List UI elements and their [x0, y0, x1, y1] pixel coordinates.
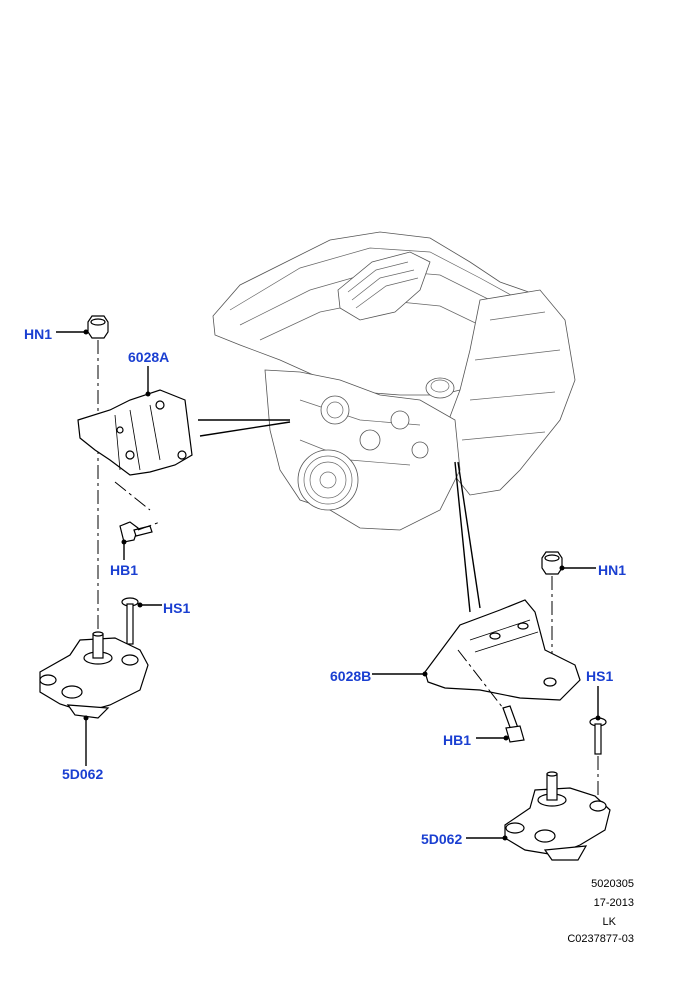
revision-date: 17-2013	[593, 897, 634, 909]
bolt-hb1-right	[502, 705, 525, 743]
callout-hb1-left: HB1	[110, 562, 139, 578]
engine-illustration	[212, 231, 576, 531]
stud-hs1-right	[589, 717, 607, 755]
callout-5d062-left: 5D062	[62, 766, 104, 782]
bolt-hb1-left	[119, 521, 153, 543]
right-mount-assembly	[372, 461, 611, 861]
callout-hn1-left: HN1	[24, 326, 53, 342]
callout-6028a: 6028A	[128, 349, 170, 365]
bracket-6028b	[424, 599, 581, 701]
callout-hs1-left: HS1	[163, 600, 191, 616]
nut-hn1-right	[541, 551, 563, 575]
engine-mount-5d062-left	[39, 631, 149, 719]
stud-hs1-left	[121, 597, 139, 645]
reference-number: 5020305	[591, 878, 634, 890]
callout-hb1-right: HB1	[443, 732, 472, 748]
vehicle-code: LK	[602, 916, 616, 928]
bracket-6028a	[77, 389, 193, 476]
left-mount-assembly	[39, 315, 291, 766]
illustration-id: C0237877-03	[567, 933, 634, 945]
callout-hs1-right: HS1	[586, 668, 614, 684]
callout-5d062-right: 5D062	[421, 831, 463, 847]
nut-hn1-left	[87, 315, 109, 339]
engine-mount-5d062-right	[504, 771, 611, 861]
callout-6028b: 6028B	[330, 668, 372, 684]
callout-hn1-right: HN1	[598, 562, 627, 578]
